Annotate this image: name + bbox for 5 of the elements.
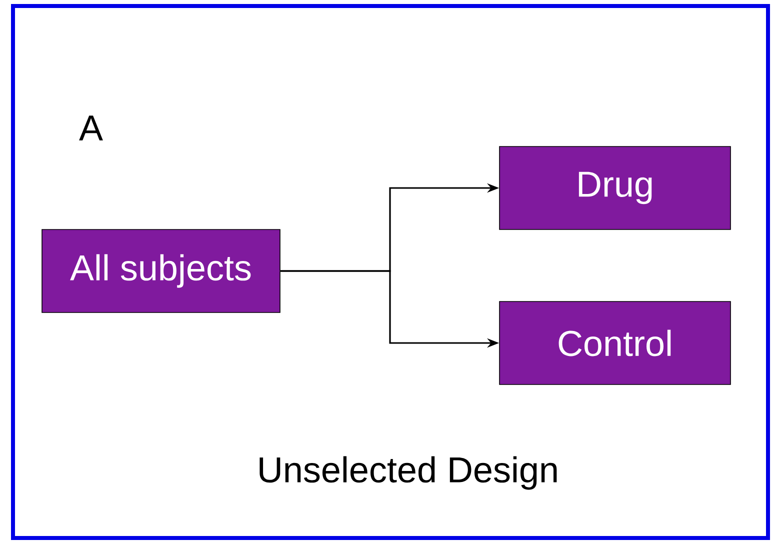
process-box: All subjects [42, 229, 280, 313]
panel-letter: A [79, 116, 103, 140]
caption-text: Unselected Design [260, 456, 557, 490]
process-box: Drug [499, 146, 731, 230]
process-box: Control [499, 301, 731, 385]
